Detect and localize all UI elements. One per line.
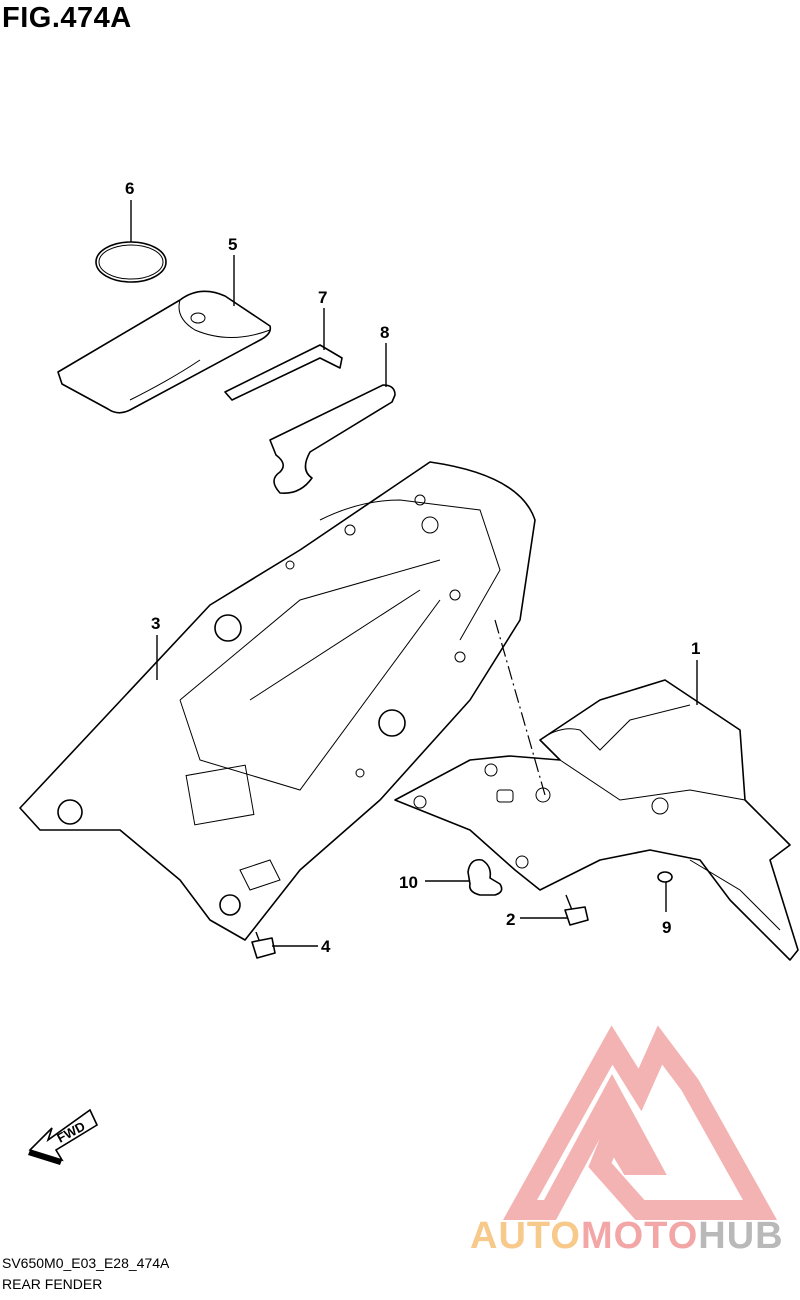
callout-9: 9 <box>662 918 671 937</box>
callout-4: 4 <box>321 937 331 956</box>
part-10-grommet <box>467 858 503 896</box>
callout-2: 2 <box>506 910 515 929</box>
part-5-tool-bag <box>57 290 272 414</box>
callout-3: 3 <box>151 614 160 633</box>
watermark-moto: MOTO <box>580 1215 699 1257</box>
part-4-bolt <box>251 931 276 959</box>
callout-1: 1 <box>691 639 700 658</box>
watermark-hub: HUB <box>698 1215 784 1257</box>
figure-caption: REAR FENDER <box>2 1276 103 1292</box>
callout-5: 5 <box>228 235 237 254</box>
part-2-bolt <box>564 894 589 926</box>
alignment-line <box>494 619 546 796</box>
callout-7: 7 <box>318 288 327 307</box>
part-6-ring <box>95 241 167 283</box>
part-3-seat-rail <box>19 461 536 941</box>
figure-code: SV650M0_E03_E28_474A <box>2 1255 170 1271</box>
part-8-spanner <box>269 384 396 495</box>
part-1-rear-fender <box>394 679 799 961</box>
figure-title: FIG.474A <box>2 2 132 34</box>
callout-6: 6 <box>125 179 134 198</box>
watermark-text: AUTOMOTOHUB <box>470 1215 784 1258</box>
callout-10: 10 <box>399 873 418 892</box>
fwd-arrow-icon: FWD <box>28 1108 99 1165</box>
watermark-auto: AUTO <box>470 1215 581 1257</box>
part-7-hex-key <box>224 344 343 401</box>
callout-8: 8 <box>380 323 389 342</box>
part-9-washer <box>657 871 673 883</box>
watermark-logo-icon <box>502 1025 778 1220</box>
